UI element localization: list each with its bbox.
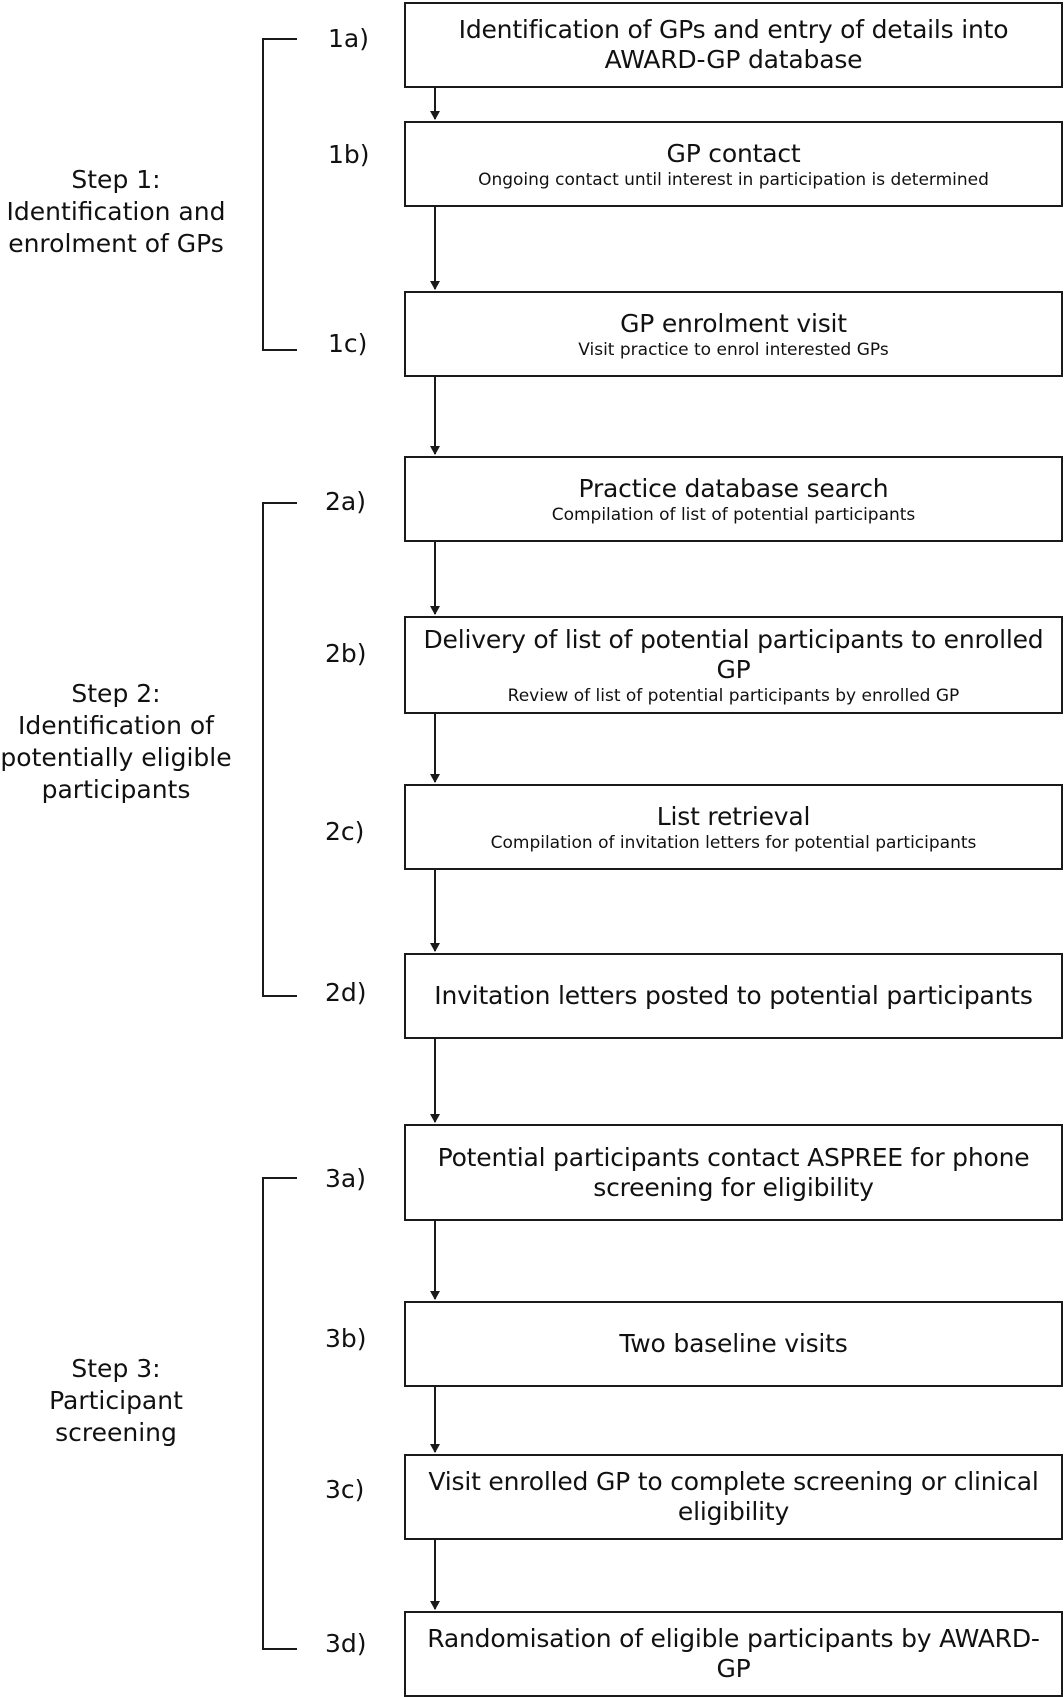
step-label-3d: 3d) (325, 1629, 367, 1658)
step-box-1a: Identification of GPs and entry of detai… (404, 2, 1063, 88)
group-label-step-1: Step 1: Identification and enrolment of … (6, 165, 226, 258)
step-title: GP enrolment visit (620, 308, 847, 338)
step-box-2d: Invitation letters posted to potential p… (404, 953, 1063, 1039)
step-subtitle: Compilation of list of potential partici… (551, 504, 916, 525)
step-title: Identification of GPs and entry of detai… (458, 15, 1009, 74)
step-box-1c: GP enrolment visit Visit practice to enr… (404, 291, 1063, 377)
group-label-step-3: Step 3: Participant screening (49, 1354, 183, 1447)
step-title: Visit enrolled GP to complete screening … (428, 1467, 1039, 1526)
step-label-2c: 2c) (325, 817, 365, 846)
step-label-1b: 1b) (328, 140, 370, 169)
step-label-1c: 1c) (328, 329, 368, 358)
step-title: Practice database search (578, 473, 889, 503)
step-label-3b: 3b) (325, 1324, 367, 1353)
step-subtitle: Visit practice to enrol interested GPs (578, 339, 889, 360)
step-title: Invitation letters posted to potential p… (434, 981, 1033, 1010)
step-box-2a: Practice database search Compilation of … (404, 456, 1063, 542)
group-bracket-step-1 (262, 38, 297, 351)
step-label-3c: 3c) (325, 1475, 365, 1504)
step-subtitle: Compilation of invitation letters for po… (490, 832, 977, 853)
step-label-3a: 3a) (325, 1164, 366, 1193)
step-label-2d: 2d) (325, 978, 367, 1007)
step-box-3b: Two baseline visits (404, 1301, 1063, 1387)
step-title: List retrieval (656, 801, 811, 831)
step-label-2a: 2a) (325, 487, 366, 516)
step-box-1b: GP contact Ongoing contact until interes… (404, 121, 1063, 207)
group-label-step-2: Step 2: Identification of potentially el… (0, 679, 232, 804)
step-title: Two baseline visits (619, 1329, 848, 1358)
step-title: Randomisation of eligible participants b… (427, 1624, 1040, 1683)
step-subtitle: Ongoing contact until interest in partic… (478, 169, 989, 190)
group-bracket-step-2 (262, 502, 297, 997)
step-subtitle: Review of list of potential participants… (507, 685, 960, 706)
step-title: Delivery of list of potential participan… (423, 624, 1044, 684)
step-label-2b: 2b) (325, 639, 367, 668)
step-box-2c: List retrieval Compilation of invitation… (404, 784, 1063, 870)
step-label-1a: 1a) (328, 24, 369, 53)
step-box-2b: Delivery of list of potential participan… (404, 616, 1063, 714)
step-box-3a: Potential participants contact ASPREE fo… (404, 1124, 1063, 1221)
step-title: GP contact (666, 138, 801, 168)
step-box-3d: Randomisation of eligible participants b… (404, 1611, 1063, 1697)
step-title: Potential participants contact ASPREE fo… (437, 1142, 1030, 1202)
step-box-3c: Visit enrolled GP to complete screening … (404, 1454, 1063, 1540)
group-bracket-step-3 (262, 1177, 297, 1650)
